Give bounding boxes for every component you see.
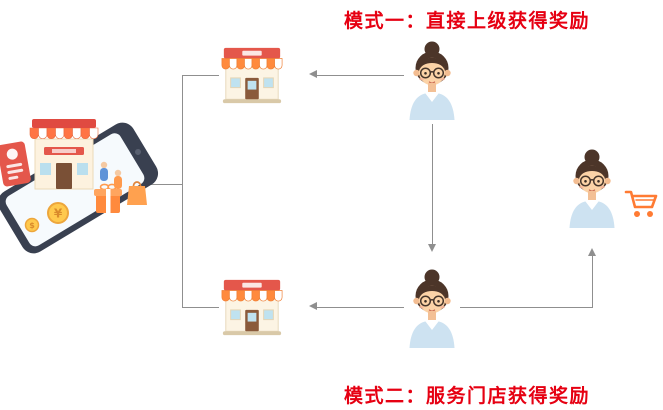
member-avatar-icon	[404, 268, 460, 348]
mall-node: ¥ $	[0, 93, 162, 280]
store-bottom-node	[219, 276, 285, 343]
arrowhead-to-consumer	[588, 248, 596, 256]
edge-member-bottom-to-consumer-h	[460, 307, 593, 308]
store-icon	[219, 44, 285, 106]
gift-box-icon	[94, 183, 122, 213]
storefront-icon	[29, 119, 99, 190]
yen-coin-icon: ¥	[47, 202, 69, 224]
member-top-node	[404, 40, 460, 125]
consumer-node	[564, 148, 620, 233]
consumer-avatar-icon	[564, 148, 620, 228]
shopping-bag-icon	[127, 181, 147, 205]
store-top-node	[219, 44, 285, 111]
member-avatar-icon	[404, 40, 460, 120]
store-icon	[219, 276, 285, 338]
mode1-title: 模式一：直接上级获得奖励	[344, 11, 591, 32]
edge-member-bottom-to-store-bottom	[317, 307, 404, 308]
svg-text:$: $	[29, 221, 35, 230]
edge-mall-branch-vertical	[182, 75, 183, 308]
mode2-title: 模式二：服务门店获得奖励	[344, 386, 591, 407]
shopper-figure-icon	[100, 161, 108, 181]
dollar-coin-icon: $	[24, 217, 40, 233]
edge-mall-to-store-bottom	[182, 307, 219, 308]
edge-member-top-to-store-top	[317, 75, 404, 76]
mobile-mall-illustration: ¥ $	[0, 119, 159, 254]
arrowhead-to-store-top	[309, 70, 317, 78]
shopping-cart-icon	[624, 190, 658, 217]
promo-card-icon	[0, 141, 31, 187]
arrowhead-to-store-bottom	[309, 302, 317, 310]
edge-mall-branch-stem	[146, 184, 182, 185]
edge-mall-to-store-top	[182, 75, 219, 76]
arrowhead-to-member-bottom	[428, 244, 436, 252]
edge-member-bottom-to-consumer-v	[592, 256, 593, 308]
cart-node	[624, 188, 660, 225]
edge-member-top-to-member-bottom	[432, 124, 433, 245]
member-bottom-node	[404, 268, 460, 353]
svg-text:¥: ¥	[54, 207, 63, 221]
